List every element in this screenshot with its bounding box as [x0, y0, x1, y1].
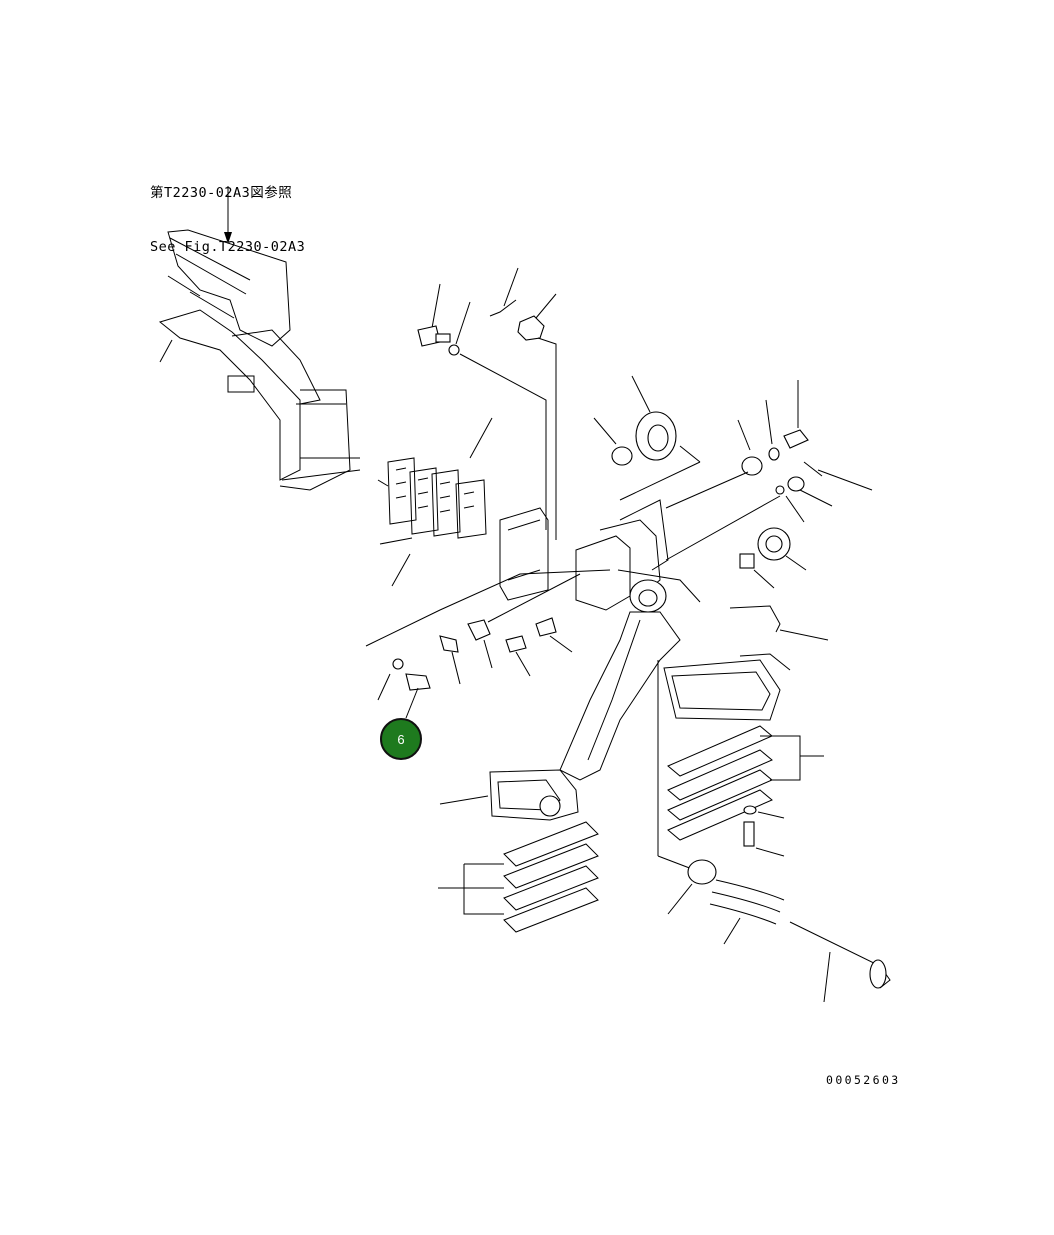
reference-arrow: [224, 186, 232, 244]
middle-hardware: [377, 573, 581, 719]
reference-note-japanese: 第T2230-02A3図参照: [150, 185, 293, 201]
pedal-assembly: [365, 499, 829, 873]
part-callout-6[interactable]: 6: [380, 718, 422, 760]
reference-note-english: See Fig.T2230-02A3: [150, 239, 306, 255]
lower-right-parts: [667, 725, 891, 1003]
shim-stack-left: [377, 417, 493, 587]
lower-left-shims: [438, 821, 599, 933]
figure-reference-note: 第T2230-02A3図参照 See Fig.T2230-02A3: [150, 148, 305, 274]
top-hardware: [417, 267, 557, 540]
right-hardware: [593, 375, 873, 589]
frame-structure: [158, 229, 361, 491]
drawing-number: 00052603: [826, 1073, 901, 1087]
